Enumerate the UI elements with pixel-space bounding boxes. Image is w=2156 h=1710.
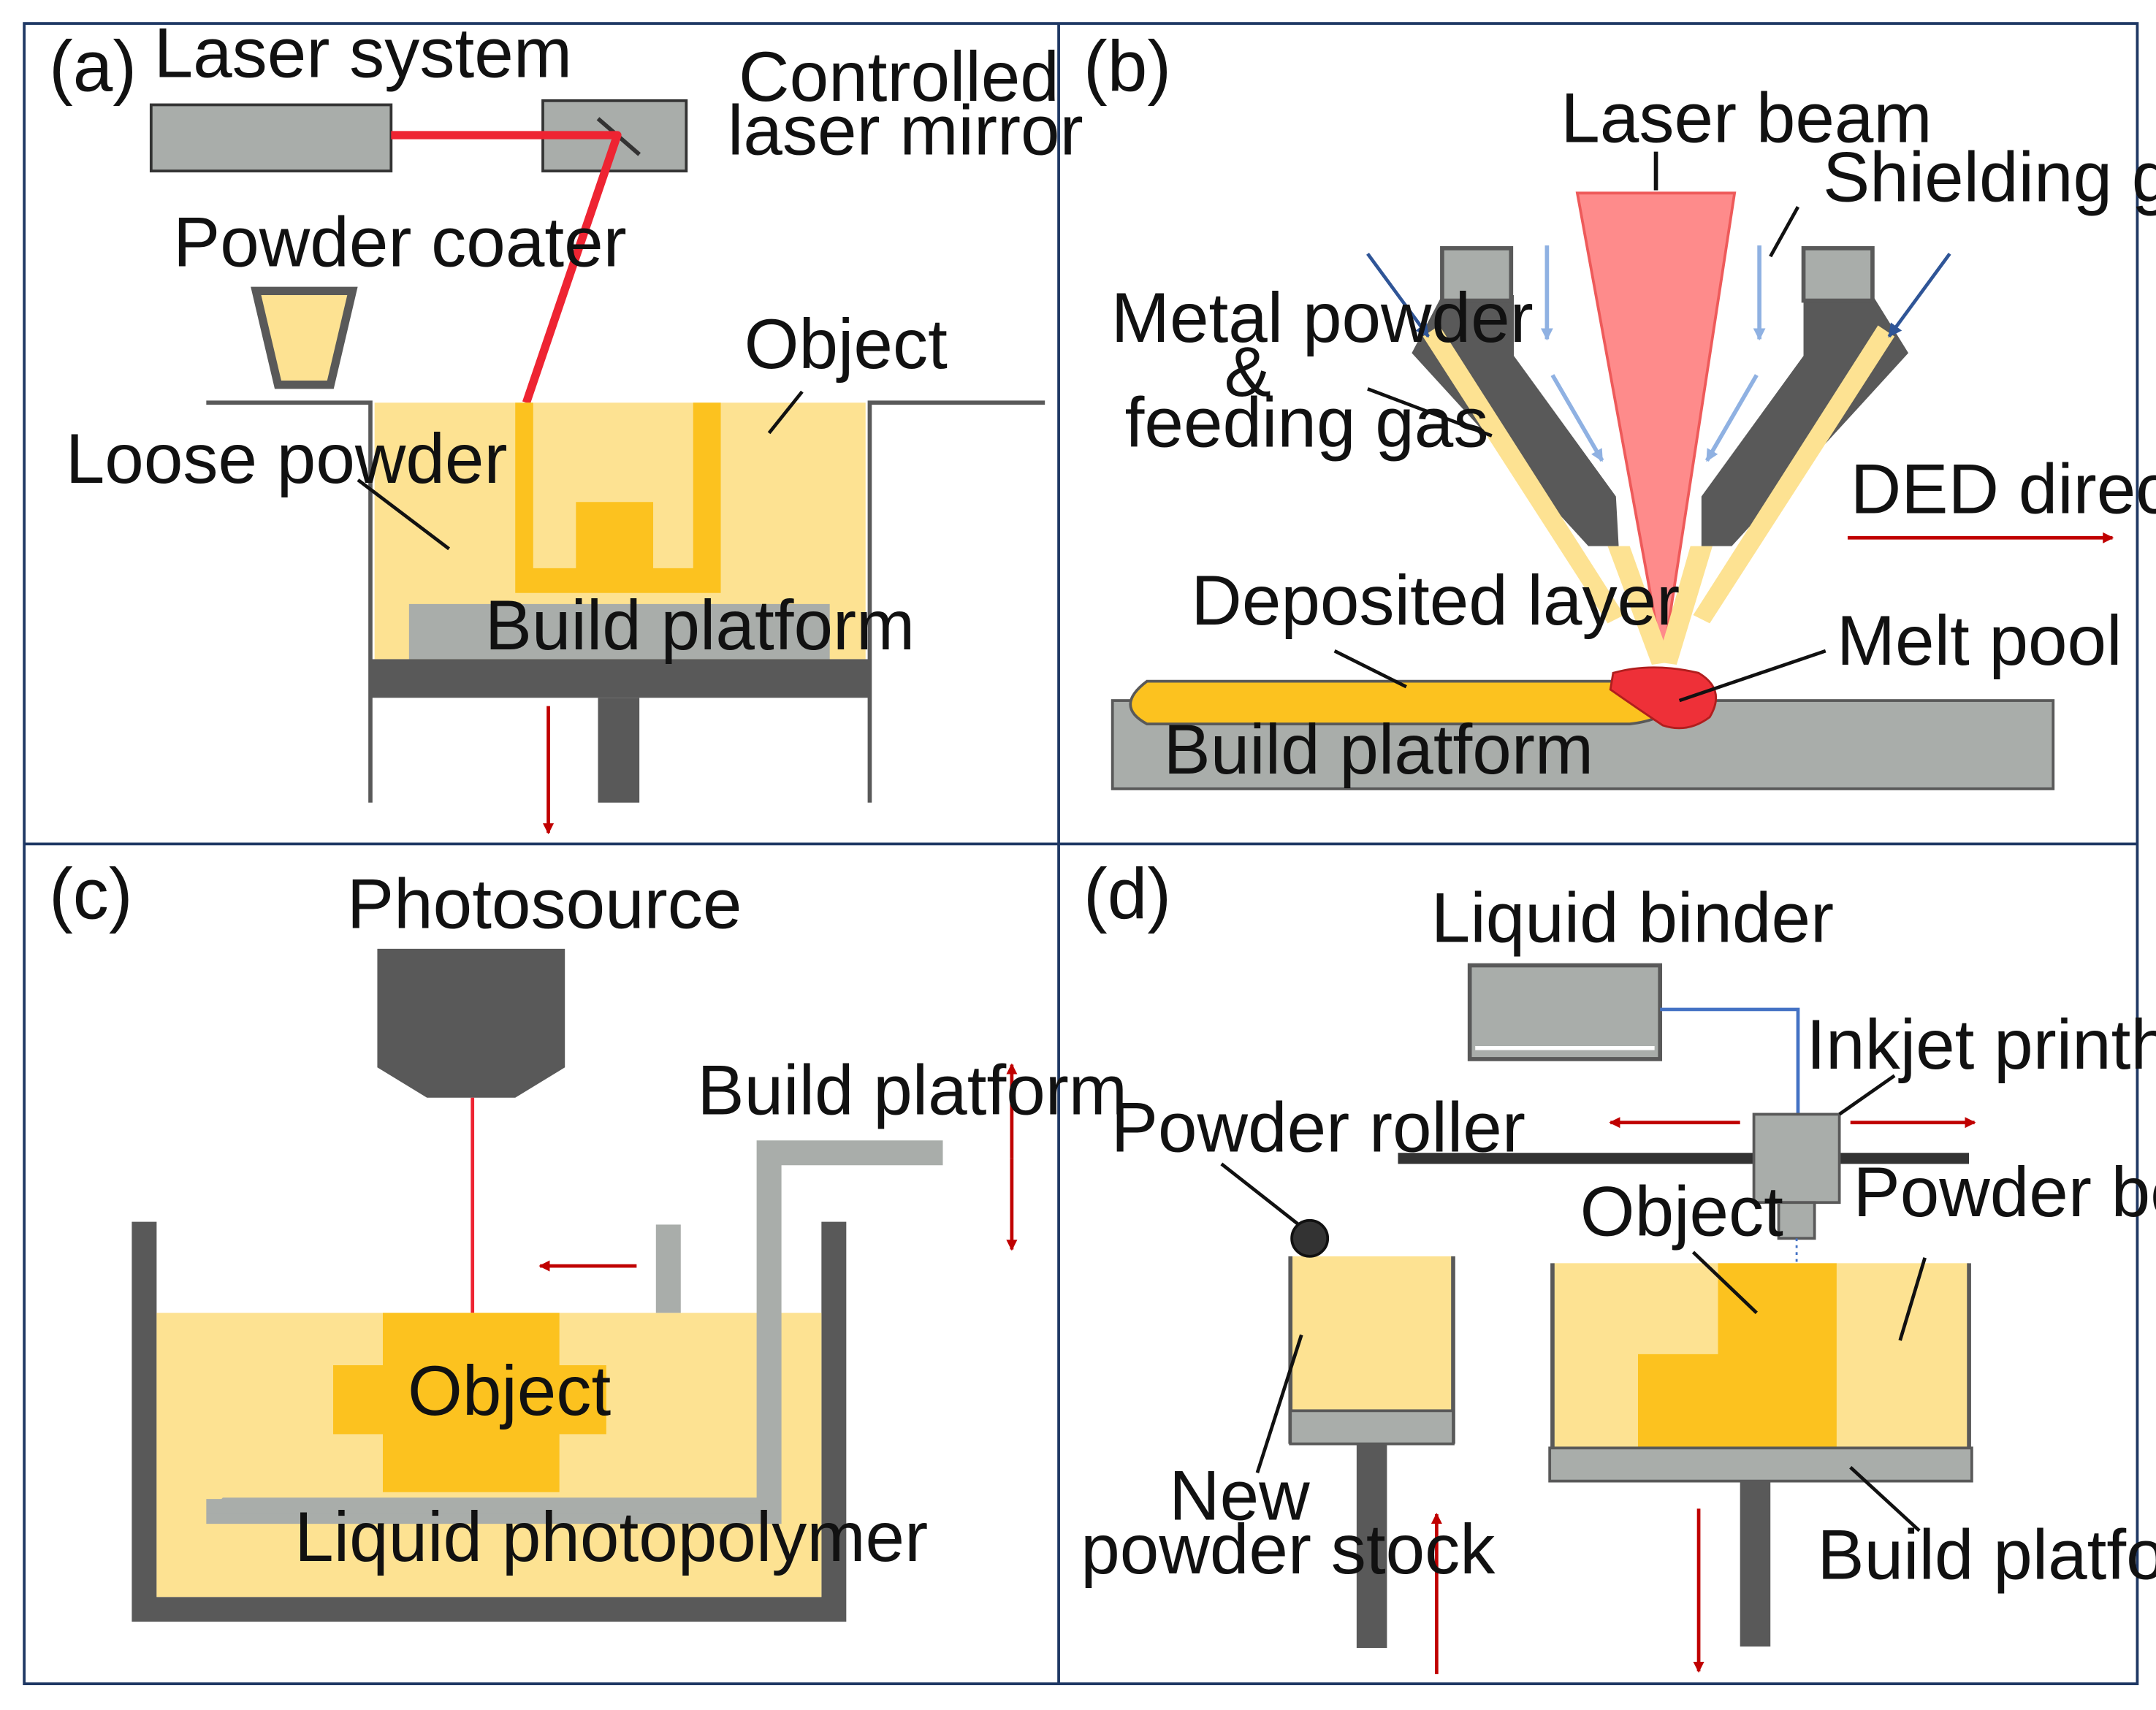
printhead-body [1752, 1112, 1841, 1205]
powder-stream-left [1607, 546, 1672, 665]
panel-c-tag: (c) [49, 853, 132, 934]
powder-bed-leader [1898, 1257, 1927, 1341]
metal-powder-label-line2: & [1224, 333, 1271, 411]
build-platform-rod-d [1740, 1481, 1771, 1647]
recoater-blade-c [655, 1224, 681, 1313]
feed-channel-right [1693, 325, 1895, 624]
metal-powder-label-line3: feeding gas [1125, 384, 1489, 462]
powder-roller-label: Powder roller [1111, 1088, 1525, 1167]
build-platform-plate-c [206, 1497, 769, 1514]
panel-a-powder-bed-fusion: (a) Laser system Controlled laser mirror… [49, 15, 1083, 835]
laser-system-box [149, 103, 393, 172]
loose-powder-label: Loose powder [66, 420, 508, 498]
printhead-nozzle [1777, 1201, 1816, 1240]
panel-d-tag: (d) [1083, 853, 1171, 934]
inkjet-printhead-label: Inkjet printhead [1806, 1006, 2156, 1084]
object-label-d: Object [1580, 1173, 1783, 1251]
shield-gas-arrow-l2 [1550, 374, 1604, 462]
cured-object [333, 1313, 606, 1492]
build-platform-label-d: Build platform [1817, 1516, 2156, 1595]
mirror-label-line2: laser mirror [728, 91, 1083, 169]
shield-gas-arrow-r2 [1704, 374, 1759, 462]
mirror-label-line1: Controlled [739, 38, 1059, 116]
piston-rod-a [598, 698, 640, 803]
nozzle-body-right [1701, 295, 1909, 546]
powder-stock-bed [1290, 1256, 1454, 1411]
roller-leader [1220, 1162, 1300, 1226]
metal-powder-leader [1367, 387, 1493, 438]
object-leader-a [767, 390, 804, 435]
powder-stream-right [1657, 546, 1713, 665]
binder-reservoir [1467, 963, 1663, 1061]
panel-b-directed-energy-deposition: (b) Laser beam Shi [1083, 26, 2156, 790]
panel-b-tag: (b) [1083, 26, 1171, 107]
melt-pool-leader [1678, 649, 1826, 703]
powder-bed-label: Powder bed [1854, 1153, 2156, 1232]
build-platform-label-c: Build platform [697, 1051, 1127, 1129]
powder-roller [1290, 1218, 1330, 1258]
piston-plate-a [370, 659, 870, 698]
deposited-layer-label: Deposited layer [1191, 562, 1680, 640]
nozzle-cap-left [1440, 245, 1514, 303]
powder-coater-hopper [251, 286, 358, 389]
melt-pool-label: Melt pool [1837, 602, 2122, 680]
printed-object-d [1637, 1263, 1837, 1448]
deposited-layer-leader [1333, 649, 1407, 689]
new-powder-leader [1255, 1334, 1303, 1473]
metal-powder-label-line1: Metal powder [1111, 279, 1534, 357]
build-platform-label-a: Build platform [485, 587, 915, 665]
binder-feed-line [1660, 1007, 1800, 1115]
build-platform-label-b: Build platform [1164, 711, 1594, 789]
figure-frame [23, 22, 2139, 1686]
liquid-binder-label: Liquid binder [1431, 879, 1834, 957]
liquid-photopolymer-label: Liquid photopolymer [294, 1498, 928, 1576]
panel-a-tag: (a) [49, 26, 137, 107]
new-powder-label-line2: powder stock [1081, 1511, 1496, 1589]
nozzle-cap-right [1801, 245, 1875, 303]
object-label-c: Object [408, 1352, 611, 1430]
shielding-gas-label: Shielding gas [1823, 139, 2156, 217]
new-powder-label-line1: New [1169, 1457, 1310, 1535]
photosource-label: Photosource [347, 866, 742, 944]
nozzle-body-left [1412, 295, 1619, 546]
printed-object [515, 402, 721, 593]
laser-path [391, 131, 622, 405]
panel-d-binder-jetting: (d) Liquid bind [1081, 853, 2156, 1674]
powder-stock-piston [1289, 1409, 1455, 1446]
laser-beam-label: Laser beam [1561, 79, 1932, 157]
laser-beam-cone [1575, 191, 1737, 663]
object-leader-d [1691, 1251, 1758, 1314]
loose-powder-leader [357, 478, 451, 551]
ded-direction-label: DED direction [1851, 450, 2156, 528]
build-platform-a [408, 603, 830, 660]
panel-c-vat-photopolymerization: (c) Photosource Build platform Object Li… [49, 853, 1127, 1622]
feed-channel-left [1422, 325, 1625, 624]
laser-system-label: Laser system [154, 15, 572, 93]
printhead-leader [1838, 1074, 1896, 1116]
shielding-gas-leader [1769, 206, 1800, 258]
photosource-body [377, 948, 565, 1098]
powder-coater-label: Powder coater [173, 203, 627, 281]
feed-gas-arrow-left [1366, 252, 1430, 338]
object-label-a: Object [744, 305, 948, 383]
build-platform-leader-d [1849, 1465, 1921, 1532]
powder-stock-rod [1356, 1443, 1387, 1649]
melt-pool [1609, 666, 1717, 730]
build-platform-d [1548, 1446, 1973, 1483]
feed-gas-arrow-right [1887, 252, 1951, 338]
